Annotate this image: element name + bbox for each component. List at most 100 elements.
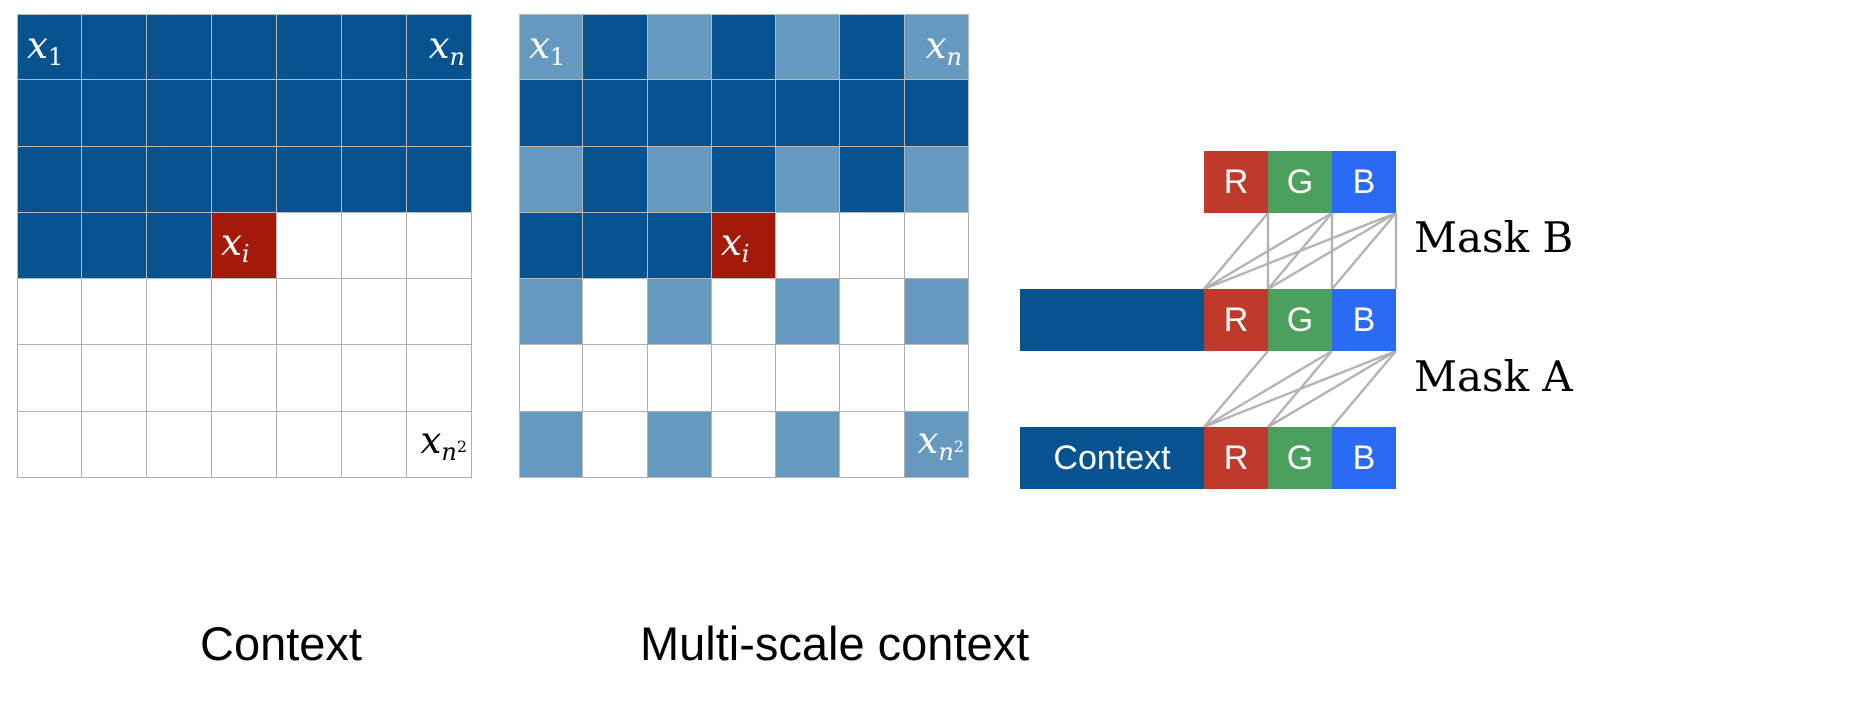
channel-block-b: B <box>1332 151 1396 213</box>
multiscale-cell-r3c3 <box>647 146 712 213</box>
multiscale-cell-r4c4: xi <box>711 212 777 280</box>
context-grid: x1 xn xi xn2 <box>17 14 472 478</box>
context-caption: Context <box>200 617 362 670</box>
multiscale-cell-r2c2 <box>583 80 648 147</box>
mask-bar-top: R G B <box>1204 151 1396 213</box>
multiscale-cell-r1c1: x1 <box>519 14 584 81</box>
mask-panel: R G B R G B Context R G B Mask B Mask A <box>1014 140 1861 500</box>
channel-block-r: R <box>1204 151 1268 213</box>
context-cell-r1c2 <box>82 14 147 81</box>
context-cell-r4c1 <box>17 212 82 280</box>
context-label-xi: xi <box>221 220 250 269</box>
channel-block-r: R <box>1204 289 1268 351</box>
context-cell-r5c4 <box>212 279 277 346</box>
multiscale-cell-r4c5 <box>776 212 841 280</box>
context-cell-r4c5 <box>277 212 342 280</box>
multiscale-cell-r5c1 <box>519 279 584 346</box>
multiscale-cell-r1c3 <box>647 14 712 81</box>
multiscale-cell-r6c5 <box>776 345 841 412</box>
multiscale-cell-r2c4 <box>711 80 777 147</box>
multiscale-cell-r3c6 <box>840 146 905 213</box>
context-block-middle <box>1020 289 1204 351</box>
mask-bar-bottom: Context R G B <box>1020 427 1396 489</box>
context-cell-r3c7 <box>407 146 472 213</box>
context-cell-r5c5 <box>277 279 342 346</box>
channel-block-b: B <box>1332 289 1396 351</box>
context-cell-r1c6 <box>342 14 407 81</box>
multiscale-cell-r1c7: xn <box>904 14 969 81</box>
multiscale-cell-r4c1 <box>519 212 584 280</box>
context-cell-r3c1 <box>17 146 82 213</box>
multiscale-cell-r3c5 <box>776 146 841 213</box>
multiscale-label-xn2: xn2 <box>917 418 964 466</box>
multiscale-label-x1: x1 <box>529 24 566 72</box>
context-cell-r5c1 <box>17 279 82 346</box>
context-cell-r1c4 <box>212 14 277 81</box>
multiscale-cell-r6c4 <box>711 345 777 412</box>
context-cell-r7c5 <box>277 411 342 478</box>
multiscale-cell-r7c6 <box>840 411 905 478</box>
context-cell-r3c4 <box>212 146 277 213</box>
context-cell-r2c2 <box>82 80 147 147</box>
multiscale-cell-r7c1 <box>519 411 584 478</box>
context-cell-r5c3 <box>147 279 212 346</box>
channel-block-g: G <box>1268 151 1332 213</box>
context-cell-r1c3 <box>147 14 212 81</box>
multiscale-cell-r5c3 <box>647 279 712 346</box>
context-cell-r5c7 <box>407 279 472 346</box>
multiscale-cell-r2c5 <box>776 80 841 147</box>
mask-b-label: Mask B <box>1414 213 1574 262</box>
channel-block-g: G <box>1268 427 1332 489</box>
multiscale-cell-r3c2 <box>583 146 648 213</box>
channel-block-r: R <box>1204 427 1268 489</box>
multiscale-cell-r5c2 <box>583 279 648 346</box>
context-cell-r5c2 <box>82 279 147 346</box>
context-cell-r4c6 <box>342 212 407 280</box>
multiscale-grid: x1 xn xi xn2 <box>519 14 969 478</box>
context-cell-r6c7 <box>407 345 472 412</box>
channel-block-g: G <box>1268 289 1332 351</box>
multiscale-cell-r5c6 <box>840 279 905 346</box>
multiscale-cell-r6c1 <box>519 345 584 412</box>
context-cell-r3c5 <box>277 146 342 213</box>
context-cell-r3c3 <box>147 146 212 213</box>
context-cell-r2c3 <box>147 80 212 147</box>
multiscale-caption: Multi-scale context <box>640 617 1030 670</box>
context-cell-r2c7 <box>407 80 472 147</box>
context-cell-r3c6 <box>342 146 407 213</box>
multiscale-cell-r5c4 <box>711 279 777 346</box>
multiscale-cell-r1c5 <box>776 14 841 81</box>
context-cell-r2c6 <box>342 80 407 147</box>
multiscale-cell-r4c2 <box>583 212 648 280</box>
multiscale-cell-r5c5 <box>776 279 841 346</box>
multiscale-label-xn: xn <box>925 24 962 72</box>
context-block-bottom: Context <box>1020 427 1204 489</box>
context-cell-r1c7: xn <box>407 14 472 81</box>
context-cell-r4c7 <box>407 212 472 280</box>
multiscale-cell-r1c2 <box>583 14 648 81</box>
context-cell-r6c6 <box>342 345 407 412</box>
multiscale-cell-r3c4 <box>711 146 777 213</box>
context-cell-r6c3 <box>147 345 212 412</box>
context-cell-r4c4: xi <box>212 212 277 280</box>
multiscale-cell-r3c7 <box>904 146 969 213</box>
multiscale-cell-r7c7: xn2 <box>904 411 969 478</box>
multiscale-cell-r1c4 <box>711 14 777 81</box>
context-cell-r7c7: xn2 <box>407 411 472 478</box>
multiscale-cell-r6c6 <box>840 345 905 412</box>
context-label-x1: x1 <box>27 24 64 72</box>
context-cell-r3c2 <box>82 146 147 213</box>
multiscale-cell-r5c7 <box>904 279 969 346</box>
context-cell-r1c5 <box>277 14 342 81</box>
context-cell-r4c2 <box>82 212 147 280</box>
context-cell-r5c6 <box>342 279 407 346</box>
context-cell-r2c1 <box>17 80 82 147</box>
multiscale-cell-r2c7 <box>904 80 969 147</box>
context-cell-r6c2 <box>82 345 147 412</box>
context-cell-r6c4 <box>212 345 277 412</box>
multiscale-cell-r4c7 <box>904 212 969 280</box>
context-cell-r2c4 <box>212 80 277 147</box>
context-cell-r1c1: x1 <box>17 14 82 81</box>
context-cell-r7c6 <box>342 411 407 478</box>
multiscale-cell-r3c1 <box>519 146 584 213</box>
